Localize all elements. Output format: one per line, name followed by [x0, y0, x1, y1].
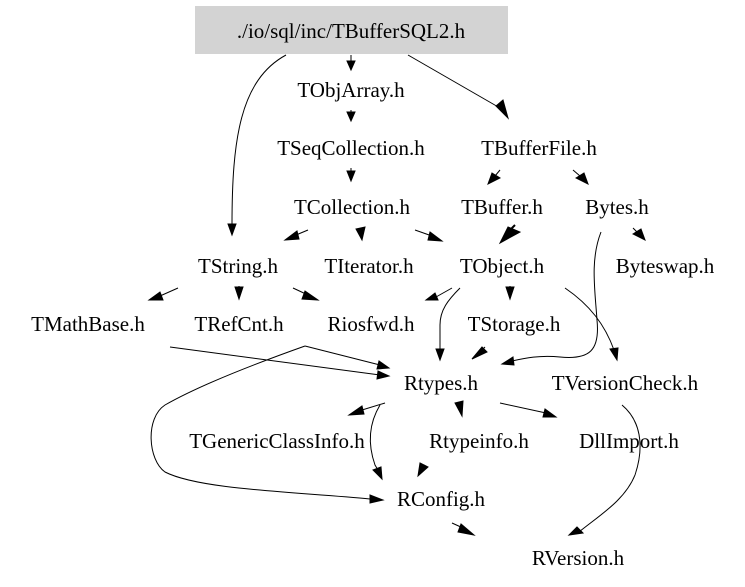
arrow-rconfig-rversion: [457, 523, 476, 536]
arrow-root-tstring: [227, 223, 237, 237]
edge-root-tstring: [231, 54, 287, 226]
edge-tobject-tversioncheck: [564, 287, 615, 351]
arrow-root-tobjarray: [346, 60, 356, 72]
arrow-root-tbufferfile: [495, 99, 509, 120]
node-tobjarray[interactable]: TObjArray.h: [297, 78, 405, 102]
arrow-rtypes-rtypeinfo: [454, 400, 464, 418]
node-rtypeinfo[interactable]: Rtypeinfo.h: [429, 429, 529, 453]
edge-tversioncheck-rversion: [578, 404, 641, 533]
arrow-tobject-tstorage: [505, 286, 515, 301]
node-tobject[interactable]: TObject.h: [460, 254, 545, 278]
arrow-tobjarray-tseqcollection: [346, 111, 356, 123]
arrow-tstring-trefcnt: [234, 286, 244, 301]
arrow-rtypes-tgenericclassinfo: [347, 405, 365, 416]
edge-root-tbufferfile: [407, 54, 501, 109]
arrow-bytes-byteswap: [631, 228, 646, 242]
arrow-tmathbase-rtypes: [376, 370, 391, 380]
arrow-tseqcollection-tcollection: [346, 170, 356, 183]
node-tgenericclassinfo[interactable]: TGenericClassInfo.h: [189, 429, 365, 453]
node-tcollection[interactable]: TCollection.h: [294, 195, 411, 219]
edge-tobject-riosfwd: [435, 287, 453, 298]
node-root[interactable]: ./io/sql/inc/TBufferSQL2.h: [237, 19, 466, 43]
arrow-tobject-riosfwd: [424, 292, 439, 301]
arrow-tversioncheck-rversion: [567, 526, 585, 536]
edge-rtypes-dllimport: [499, 402, 547, 414]
node-rtypes[interactable]: Rtypes.h: [404, 371, 479, 395]
node-tbufferfile[interactable]: TBufferFile.h: [481, 136, 597, 160]
edge-rtypes-tgenericclassinfo: [361, 402, 386, 411]
node-byteswap[interactable]: Byteswap.h: [616, 254, 715, 278]
node-dllimport[interactable]: DllImport.h: [579, 429, 679, 453]
node-tstring[interactable]: TString.h: [198, 254, 278, 278]
arrow-rtypes-dllimport: [542, 408, 558, 418]
edge-riosfwd-rtypes: [304, 345, 381, 366]
arrow-tbufferfile-tbuffer: [487, 172, 502, 186]
arrow-tbufferfile-bytes: [574, 172, 589, 186]
edge-tobject-rtypes: [439, 287, 461, 350]
edge-tstring-tmathbase: [159, 287, 179, 297]
arrow-tobject-tversioncheck: [609, 347, 619, 362]
arrow-tstring-riosfwd: [301, 290, 320, 301]
node-tseqcollection[interactable]: TSeqCollection.h: [277, 136, 425, 160]
node-rversion[interactable]: RVersion.h: [532, 546, 625, 570]
root-node-box[interactable]: [195, 6, 508, 54]
arrow-bytes-rtypes: [500, 356, 515, 366]
arrow-tobject-rtypes: [435, 348, 445, 362]
arrow-riosfwd-rtypes: [376, 360, 391, 370]
edge-riosfwd-rconfig: [150, 345, 371, 500]
node-riosfwd[interactable]: Riosfwd.h: [328, 312, 415, 336]
edge-bytes-rtypes: [511, 231, 602, 362]
arrow-riosfwd-rconfig: [369, 494, 385, 504]
arrow-rtypes-rconfig: [372, 466, 383, 481]
node-bytes[interactable]: Bytes.h: [585, 195, 649, 219]
node-tversioncheck[interactable]: TVersionCheck.h: [552, 371, 699, 395]
edge-tbufferfile-bytes: [572, 169, 581, 177]
edges: [147, 54, 646, 536]
node-tmathbase[interactable]: TMathBase.h: [31, 312, 145, 336]
nodes: ./io/sql/inc/TBufferSQL2.h TObjArray.h T…: [31, 19, 715, 570]
arrow-tstorage-rtypes: [471, 346, 488, 360]
node-titerator[interactable]: TIterator.h: [324, 254, 414, 278]
node-trefcnt[interactable]: TRefCnt.h: [194, 312, 284, 336]
node-tstorage[interactable]: TStorage.h: [468, 312, 561, 336]
arrow-tcollection-tstring: [283, 230, 300, 241]
node-rconfig[interactable]: RConfig.h: [397, 487, 486, 511]
edge-tmathbase-rtypes: [169, 346, 381, 376]
arrow-tbuffer-tobject: [498, 226, 522, 245]
edge-rtypes-rconfig: [369, 404, 381, 471]
arrow-tcollection-tobject: [427, 231, 444, 242]
arrow-tstring-tmathbase: [147, 291, 164, 301]
arrow-rtypeinfo-rconfig: [417, 462, 429, 478]
arrow-tcollection-titerator: [355, 226, 366, 242]
node-tbuffer[interactable]: TBuffer.h: [461, 195, 543, 219]
